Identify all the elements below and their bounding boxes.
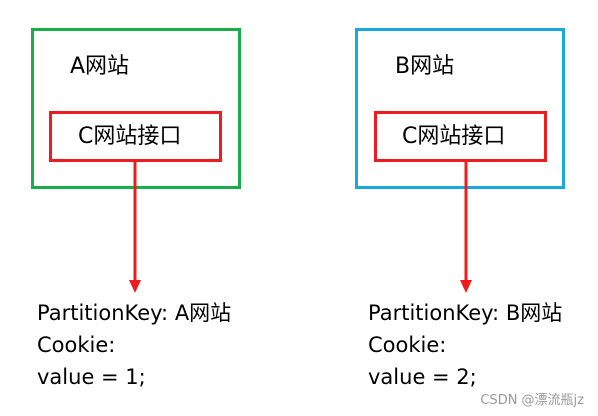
site-b-info: PartitionKey: B网站 Cookie: value = 2; xyxy=(368,297,562,393)
site-a-cookie-label: Cookie: xyxy=(37,333,116,357)
site-a-info: PartitionKey: A网站 Cookie: value = 1; xyxy=(37,297,231,393)
site-b-cookie-label: Cookie: xyxy=(368,333,447,357)
site-a-title: A网站 xyxy=(70,54,130,79)
site-b-title: B网站 xyxy=(395,54,455,79)
site-a-api-label: C网站接口 xyxy=(78,124,182,149)
site-b-api-label: C网站接口 xyxy=(402,124,506,149)
arrow-b xyxy=(460,162,472,293)
site-b-partition-key: PartitionKey: B网站 xyxy=(368,301,563,325)
site-b-box xyxy=(355,28,565,189)
site-a-cookie-value: value = 1; xyxy=(37,365,146,389)
site-a-partition-key: PartitionKey: A网站 xyxy=(37,301,232,325)
site-b-api-box xyxy=(374,111,547,162)
site-a-api-box xyxy=(49,111,222,162)
watermark: CSDN @漂流瓶jz xyxy=(480,393,584,408)
arrow-a xyxy=(129,162,141,293)
site-b-cookie-value: value = 2; xyxy=(368,365,477,389)
